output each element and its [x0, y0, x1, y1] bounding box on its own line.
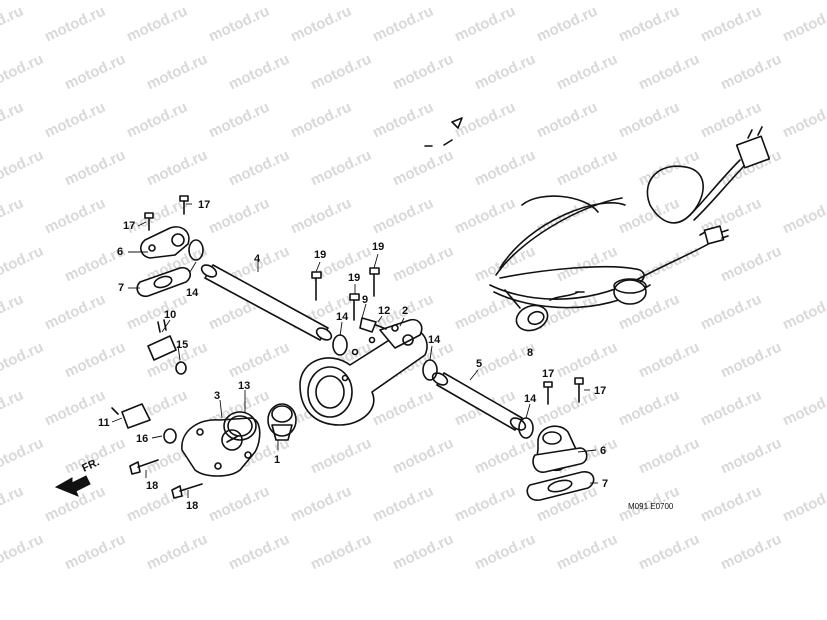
callout-8: 8	[527, 347, 533, 359]
thermostat-housing	[299, 318, 428, 426]
bolts	[129, 195, 584, 499]
callout-17: 17	[542, 368, 554, 380]
callout-12: 12	[378, 305, 390, 317]
leader-lines	[111, 203, 598, 498]
callout-6: 6	[600, 445, 606, 457]
pump-cover	[181, 411, 261, 477]
callout-18: 18	[146, 480, 158, 492]
callout-1: 1	[274, 454, 280, 466]
callout-3: 3	[214, 390, 220, 402]
callout-11: 11	[98, 417, 110, 429]
callout-4: 4	[254, 253, 261, 265]
callout-19: 19	[372, 241, 384, 253]
temp-sensor-11	[111, 403, 177, 444]
callout-14: 14	[428, 334, 441, 346]
callout-19: 19	[348, 272, 360, 284]
pipe-4	[200, 264, 333, 341]
right-joint	[532, 425, 588, 473]
callout-2: 2	[402, 305, 408, 317]
left-joint	[140, 226, 190, 259]
callout-14: 14	[336, 311, 349, 323]
callout-19: 19	[314, 249, 326, 261]
callout-9: 9	[362, 294, 368, 306]
sensor-cap-icon	[613, 279, 647, 305]
callout-17: 17	[123, 220, 135, 232]
callout-5: 5	[476, 358, 482, 370]
callout-15: 15	[176, 339, 188, 351]
callout-6: 6	[117, 246, 123, 258]
callout-17: 17	[198, 199, 210, 211]
callout-14: 14	[524, 393, 537, 405]
callout-18: 18	[186, 500, 198, 512]
harness-connector-icon	[735, 135, 771, 169]
callout-labels: 17 17 6 7 14 10 15 11 16 18 18 3 13 1 4 …	[80, 199, 674, 512]
thermostat-unit	[267, 403, 297, 441]
callout-14: 14	[186, 287, 199, 299]
front-arrow-icon	[54, 475, 91, 497]
right-gasket	[526, 471, 595, 501]
callout-13: 13	[238, 380, 250, 392]
callout-16: 16	[136, 433, 148, 445]
front-marker: FR.	[80, 456, 101, 474]
callout-10: 10	[164, 309, 176, 321]
drawing-code: M091 E0700	[628, 502, 674, 511]
temp-sensor-10	[147, 319, 187, 375]
callout-7: 7	[602, 478, 608, 490]
callout-17: 17	[594, 385, 606, 397]
left-gasket	[136, 266, 192, 298]
harness-plug-icon	[703, 225, 725, 245]
wire-harness	[424, 117, 771, 332]
pipe-5	[431, 372, 527, 431]
callout-7: 7	[118, 282, 124, 294]
